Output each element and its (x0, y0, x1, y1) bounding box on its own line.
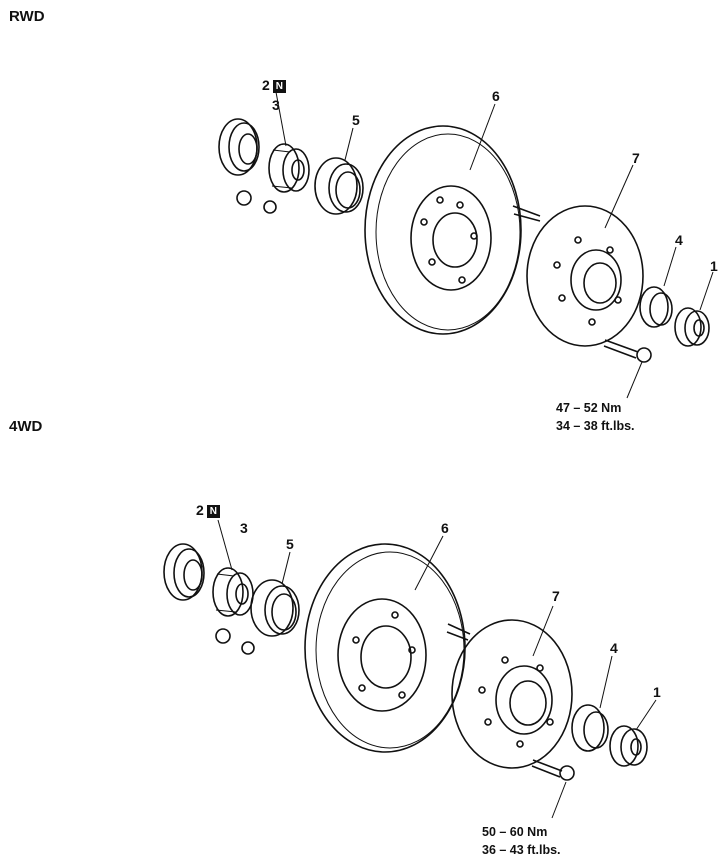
rwd-stud (512, 205, 541, 222)
4wd-label-part-1: 1 (653, 684, 661, 700)
4wd-assembly (163, 519, 657, 819)
rwd-brake-disc-part-6 (364, 125, 522, 335)
4wd-label-part-3: 3 (240, 520, 248, 536)
4wd-inner-bearing-part-3 (212, 567, 254, 617)
rwd-assembly (218, 91, 714, 399)
rwd-torque-nm: 47 – 52 Nm (556, 401, 622, 415)
4wd-torque-spec: 50 – 60 Nm 36 – 43 ft.lbs. (482, 823, 561, 859)
4wd-outer-bearing-part-1 (609, 725, 648, 767)
rwd-label-part-5: 5 (352, 112, 360, 128)
rwd-title: RWD (9, 8, 45, 25)
rwd-race-part-5 (314, 157, 364, 215)
rwd-hub-part-7 (526, 205, 644, 347)
4wd-title: 4WD (9, 418, 43, 435)
rwd-seal-part-2 (218, 118, 260, 176)
rwd-label-part-6: 6 (492, 88, 500, 104)
4wd-label-part-6: 6 (441, 520, 449, 536)
4wd-brake-disc-part-6 (304, 543, 466, 753)
rwd-inner-bearing-part-3 (268, 143, 310, 193)
4wd-n-badge: N (206, 504, 221, 518)
rwd-nut-a (236, 190, 252, 206)
rwd-label-part-7: 7 (632, 150, 640, 166)
4wd-stud (446, 623, 471, 641)
4wd-bolt (531, 759, 563, 778)
rwd-bolt (603, 339, 639, 359)
4wd-label-part-7: 7 (552, 588, 560, 604)
rwd-label-part-4: 4 (675, 232, 683, 248)
rwd-label-part-1: 1 (710, 258, 718, 274)
rwd-torque-spec: 47 – 52 Nm 34 – 38 ft.lbs. (556, 399, 635, 435)
rwd-torque-ftlbs: 34 – 38 ft.lbs. (556, 419, 635, 433)
4wd-torque-ftlbs: 36 – 43 ft.lbs. (482, 843, 561, 857)
rwd-bolt-head (636, 347, 652, 363)
4wd-race-part-5 (250, 579, 300, 637)
4wd-nut-b (241, 641, 255, 655)
rwd-race-part-4 (639, 286, 673, 328)
rwd-outer-bearing-part-1 (674, 307, 710, 347)
rwd-n-badge: N (272, 79, 287, 93)
4wd-nut-a (215, 628, 231, 644)
4wd-bolt-head (559, 765, 575, 781)
4wd-seal-part-2 (163, 543, 205, 601)
4wd-race-part-4 (571, 704, 609, 752)
4wd-hub-part-7 (451, 619, 573, 769)
rwd-nut-b (263, 200, 277, 214)
4wd-torque-nm: 50 – 60 Nm (482, 825, 548, 839)
4wd-label-part-5: 5 (286, 536, 294, 552)
rwd-label-part-3: 3 (272, 97, 280, 113)
4wd-label-part-4: 4 (610, 640, 618, 656)
